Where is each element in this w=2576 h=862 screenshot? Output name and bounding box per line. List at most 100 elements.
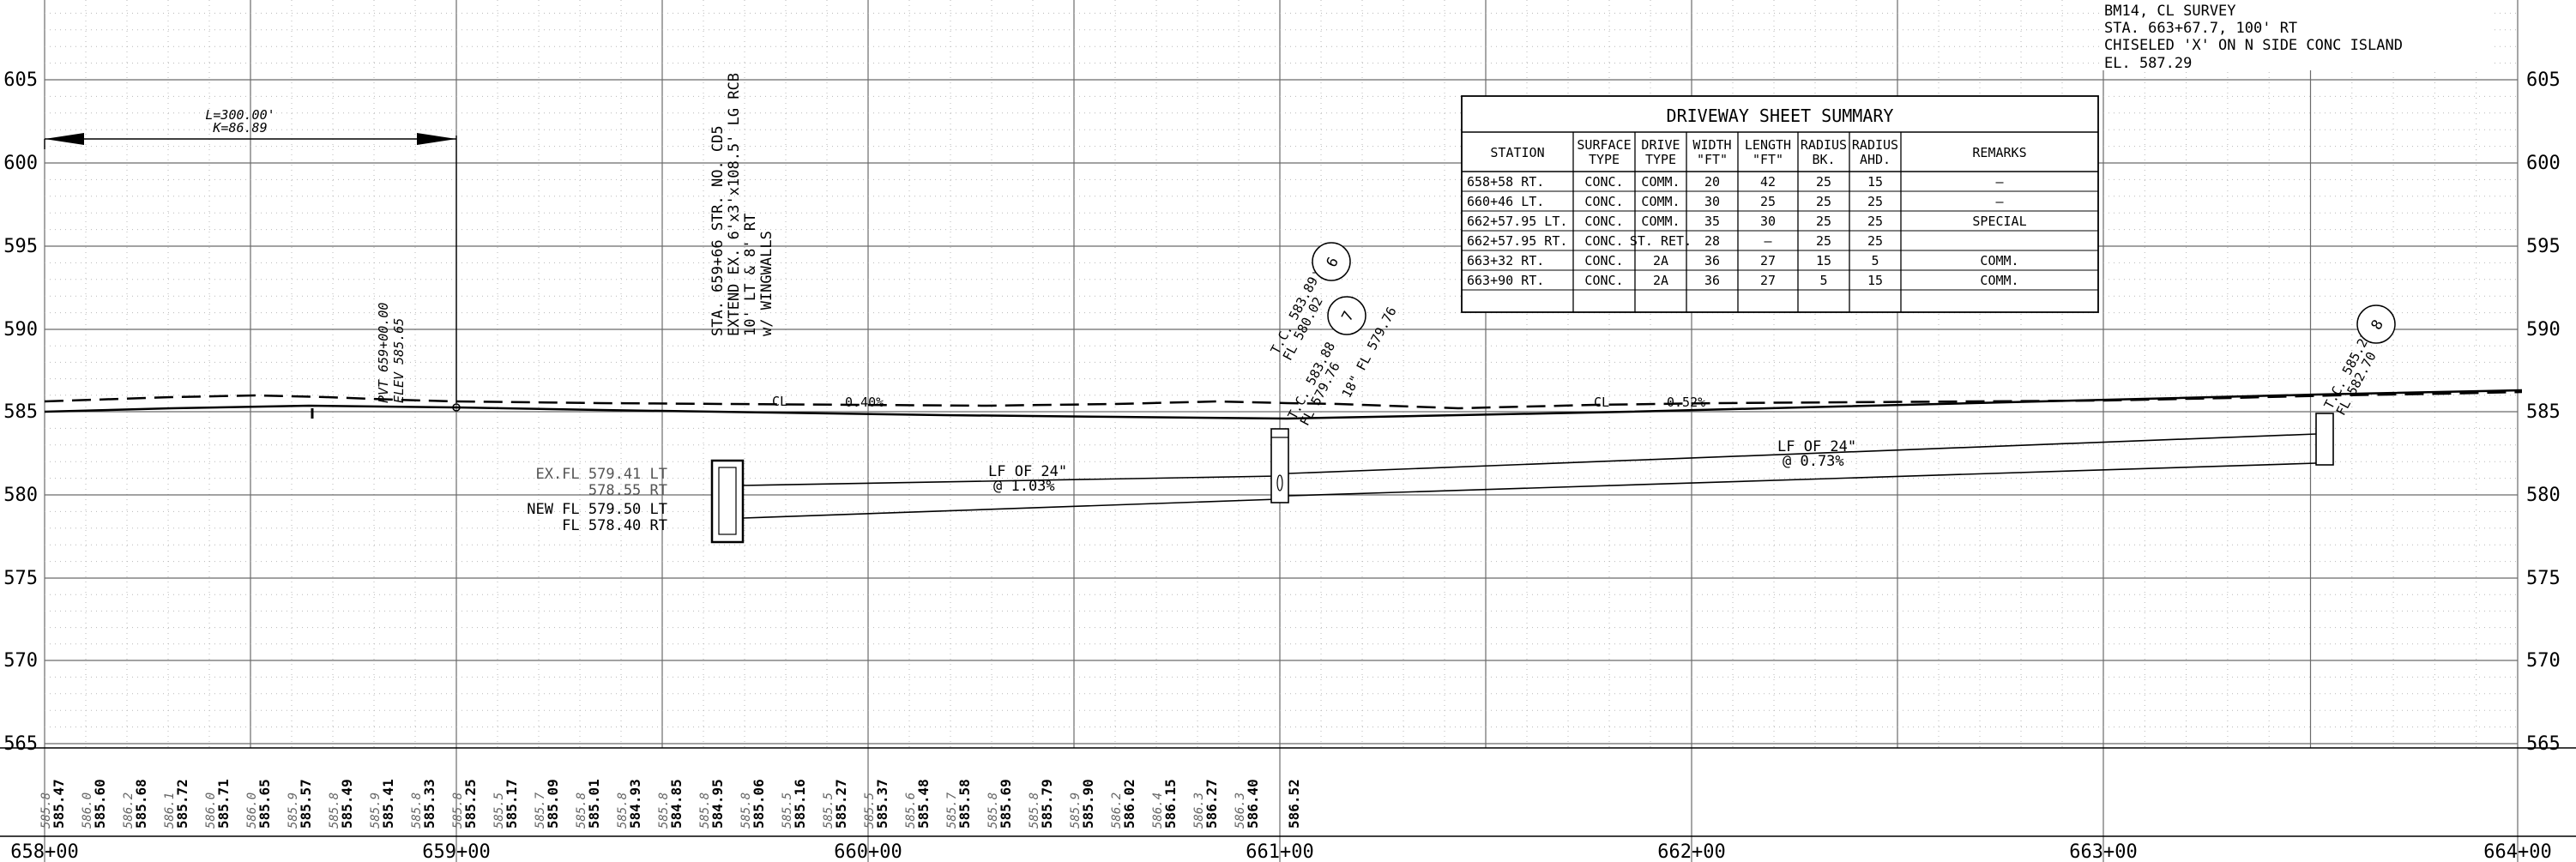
existing-elevation: 585.8 xyxy=(410,793,424,829)
proposed-elevation: 585.25 xyxy=(462,779,479,829)
proposed-elevation: 584.85 xyxy=(668,779,685,829)
callout-7-circle xyxy=(1327,296,1366,335)
ex-fl-lt: EX.FL 579.41 LT xyxy=(535,466,667,483)
elevation-label-right: 565 xyxy=(2526,733,2561,755)
table-cell: ST. RET. xyxy=(1630,233,1692,249)
proposed-elevation: 585.68 xyxy=(133,779,149,829)
elevation-label-left: 595 xyxy=(3,236,38,257)
table-header: RADIUS xyxy=(1801,137,1847,153)
table-cell: 25 xyxy=(1816,233,1831,249)
existing-elevation: 585.6 xyxy=(904,793,918,829)
elevation-label-left: 590 xyxy=(3,319,38,341)
cl-label-right: CL xyxy=(1594,395,1609,410)
inlet-8 xyxy=(2315,413,2334,466)
benchmark-line-3: CHISELED 'X' ON N SIDE CONC ISLAND xyxy=(2104,37,2403,54)
existing-elevation: 586.3 xyxy=(1234,793,1247,829)
proposed-elevation: 585.60 xyxy=(92,779,108,829)
table-cell: 15 xyxy=(1867,273,1883,288)
proposed-elevation: 585.27 xyxy=(833,779,849,829)
table-cell: 30 xyxy=(1760,214,1776,229)
table-cell: COMM. xyxy=(1980,253,2018,268)
existing-elevation: 585.8 xyxy=(575,793,588,829)
existing-elevation: 585.5 xyxy=(781,793,794,829)
table-header: TYPE xyxy=(1589,152,1620,167)
table-cell: 36 xyxy=(1704,273,1720,288)
elevation-label-right: 605 xyxy=(2526,69,2561,91)
station-label: 664+00 xyxy=(2483,841,2551,862)
ex-fl-rt: 578.55 RT xyxy=(588,482,667,499)
table-cell: 25 xyxy=(1867,233,1883,249)
table-cell: 25 xyxy=(1816,194,1831,209)
grade-left-label: 0.40% xyxy=(845,395,884,410)
elevation-label-right: 600 xyxy=(2526,153,2561,174)
vc-k-label: K=86.89 xyxy=(212,120,267,136)
table-title: DRIVEWAY SHEET SUMMARY xyxy=(1667,105,1894,126)
table-cell: COMM. xyxy=(1641,174,1680,190)
table-header: BK. xyxy=(1812,152,1835,167)
proposed-elevation: 585.79 xyxy=(1039,779,1055,829)
culvert-note-line-2: EXTEND EX. 6'x3'x108.5' LG RCB xyxy=(726,73,743,336)
proposed-elevation: 585.90 xyxy=(1080,779,1096,829)
table-cell: 15 xyxy=(1867,174,1883,190)
flowline-labels: EX.FL 579.41 LT 578.55 RT NEW FL 579.50 … xyxy=(527,466,667,534)
table-header: LENGTH xyxy=(1745,137,1791,153)
existing-elevation: 586.2 xyxy=(1110,793,1124,829)
existing-elevation: 585.7 xyxy=(534,792,547,829)
proposed-elevation: 585.16 xyxy=(792,779,808,829)
proposed-elevation: 586.52 xyxy=(1286,779,1302,829)
elevation-label-right: 590 xyxy=(2526,319,2561,341)
proposed-grade-line xyxy=(44,389,2523,420)
cl-label-left: CL xyxy=(772,394,787,409)
table-cell: 20 xyxy=(1704,174,1720,190)
new-fl-lt: NEW FL 579.50 LT xyxy=(527,501,667,518)
elevation-label-left: 600 xyxy=(3,153,38,174)
station-label: 659+00 xyxy=(422,841,490,862)
existing-elevation: 585.8 xyxy=(451,793,465,829)
existing-elevation: 586.1 xyxy=(163,793,177,829)
elevation-label-left: 575 xyxy=(3,568,38,589)
elevation-label-left: 585 xyxy=(3,401,38,423)
station-label: 658+00 xyxy=(10,841,78,862)
existing-elevation: 585.8 xyxy=(328,793,341,829)
proposed-elevation: 586.15 xyxy=(1162,779,1179,829)
pvt-station-text: PVT 659+00.00 xyxy=(376,303,391,403)
proposed-elevation: 585.69 xyxy=(998,779,1014,829)
table-cell: 27 xyxy=(1760,253,1776,268)
table-cell: SPECIAL xyxy=(1972,214,2026,229)
existing-elevation: 585.9 xyxy=(1069,793,1083,829)
elevation-label-right: 595 xyxy=(2526,236,2561,257)
pipe-left-slope: @ 1.03% xyxy=(993,478,1055,495)
callout-8-circle xyxy=(2356,304,2396,344)
table-cell: 25 xyxy=(1867,194,1883,209)
table-cell: 25 xyxy=(1760,194,1776,209)
existing-elevation: 585.5 xyxy=(492,793,506,829)
culvert-note-line-1: STA. 659+66 STR. NO. CD5 xyxy=(709,125,727,336)
table-cell: COMM. xyxy=(1980,273,2018,288)
existing-elevation: 585.5 xyxy=(863,793,877,829)
table-cell: CONC. xyxy=(1584,174,1623,190)
pipe-left-length: LF OF 24" xyxy=(988,463,1067,480)
table-cell: 2A xyxy=(1653,253,1668,268)
elevation-label-right: 575 xyxy=(2526,568,2561,589)
elevation-label-right: 580 xyxy=(2526,485,2561,506)
existing-elevation: 585.9 xyxy=(369,793,383,829)
table-cell: CONC. xyxy=(1584,194,1623,209)
proposed-elevation: 585.37 xyxy=(874,779,890,829)
profile-lines: CL 0.40% CL 0.52% xyxy=(44,389,2523,420)
proposed-elevation: 585.41 xyxy=(380,779,396,829)
proposed-elevation: 586.40 xyxy=(1245,779,1261,829)
culvert-note-line-3: 10' LT & 8' RT xyxy=(742,214,759,336)
table-header: AHD. xyxy=(1860,152,1891,167)
table-cell: CONC. xyxy=(1584,214,1623,229)
elevation-label-right: 585 xyxy=(2526,401,2561,423)
proposed-elevation: 585.58 xyxy=(956,779,973,829)
table-cell: 658+58 RT. xyxy=(1467,174,1544,190)
proposed-elevation: 585.33 xyxy=(421,779,437,829)
station-label: 661+00 xyxy=(1246,841,1313,862)
pipe-right-length: LF OF 24" xyxy=(1777,438,1856,455)
benchmark-line-2: STA. 663+67.7, 100' RT xyxy=(2104,20,2297,37)
grade-right-label: 0.52% xyxy=(1667,395,1705,410)
